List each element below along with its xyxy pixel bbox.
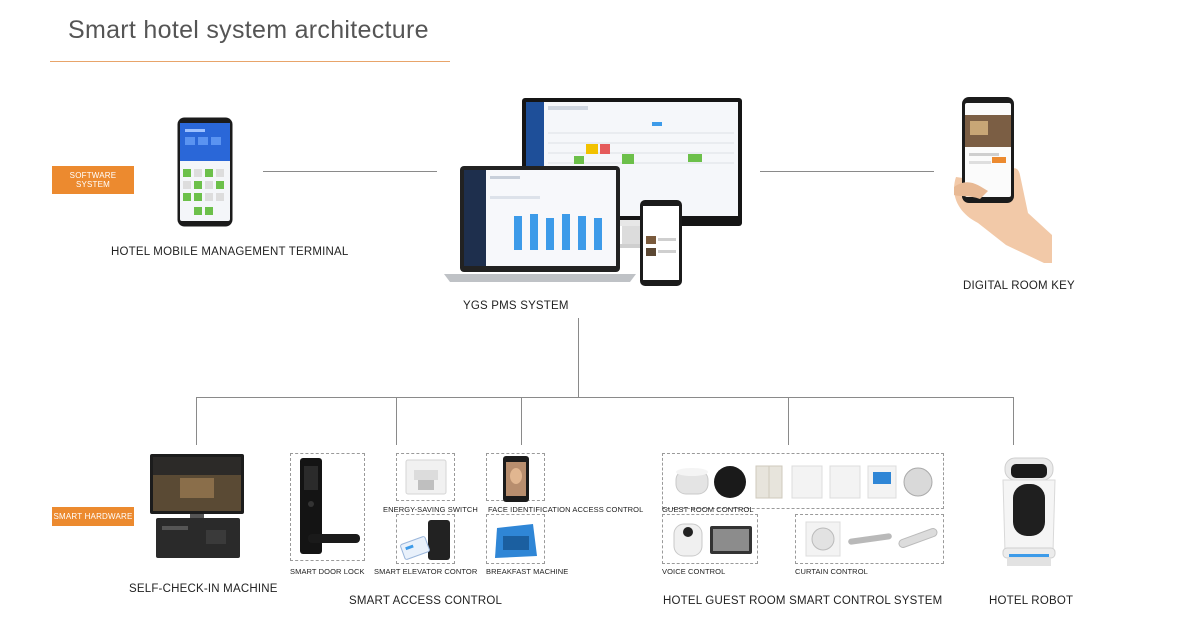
energy-switch-icon	[404, 458, 448, 496]
smartphone-icon	[177, 117, 233, 227]
connector-branch-access	[396, 397, 397, 445]
page-title: Smart hotel system architecture	[68, 16, 429, 44]
elevator-card-reader-icon	[400, 518, 452, 562]
curtain-control-frame	[795, 514, 944, 564]
curtain-motor-icon	[802, 518, 940, 560]
door-lock-icon	[298, 458, 360, 558]
connector-pms-trunk	[578, 318, 579, 398]
connector-mobile-pms	[263, 171, 437, 172]
room-control-label: GUEST ROOM CONTROL	[662, 505, 754, 514]
control-panel-icon	[670, 518, 756, 560]
smart-speaker-icon	[672, 460, 936, 504]
robot-icon	[999, 456, 1059, 568]
breakfast-machine-icon	[493, 520, 539, 560]
elevator-frame	[396, 514, 455, 564]
guest-room-control-label: HOTEL GUEST ROOM SMART CONTROL SYSTEM	[663, 595, 943, 607]
connector-pms-roomkey	[760, 171, 934, 172]
face-terminal-icon	[502, 456, 530, 502]
energy-switch-label: ENERGY-SAVING SWITCH	[383, 505, 478, 514]
energy-switch-frame	[396, 453, 455, 501]
connector-branch-robot	[1013, 397, 1014, 445]
access-control-label: SMART ACCESS CONTROL	[349, 595, 503, 607]
smart-hardware-tag: SMART HARDWARE	[52, 507, 134, 526]
desktop-monitor-icon	[444, 96, 744, 291]
curtain-control-label: CURTAIN CONTROL	[795, 567, 868, 576]
door-lock-frame	[290, 453, 365, 561]
elevator-label: SMART ELEVATOR CONTOR	[374, 567, 478, 576]
breakfast-label: BREAKFAST MACHINE	[486, 567, 569, 576]
digital-room-key-label: DIGITAL ROOM KEY	[963, 280, 1075, 292]
face-id-label: FACE IDENTIFICATION ACCESS CONTROL	[488, 505, 644, 514]
connector-branch-guestroom	[788, 397, 789, 445]
connector-branch-checkin	[196, 397, 197, 445]
room-control-frame	[662, 453, 944, 509]
door-lock-label: SMART DOOR LOCK	[290, 567, 365, 576]
hotel-robot-label: HOTEL ROBOT	[989, 595, 1074, 607]
mobile-terminal-label: HOTEL MOBILE MANAGEMENT TERMINAL	[111, 246, 349, 258]
title-underline	[50, 61, 450, 62]
pms-system-label: YGS PMS SYSTEM	[463, 300, 569, 312]
self-checkin-label: SELF-CHECK-IN MACHINE	[129, 583, 278, 595]
voice-control-frame	[662, 514, 758, 564]
connector-hardware-bus	[196, 397, 1014, 398]
connector-branch-access-2	[521, 397, 522, 445]
voice-control-label: VOICE CONTROL	[662, 567, 726, 576]
software-system-tag: SOFTWARE SYSTEM	[52, 166, 134, 194]
hand-holding-phone-icon	[948, 95, 1052, 265]
self-checkin-kiosk-icon	[150, 454, 246, 558]
breakfast-frame	[486, 514, 545, 564]
